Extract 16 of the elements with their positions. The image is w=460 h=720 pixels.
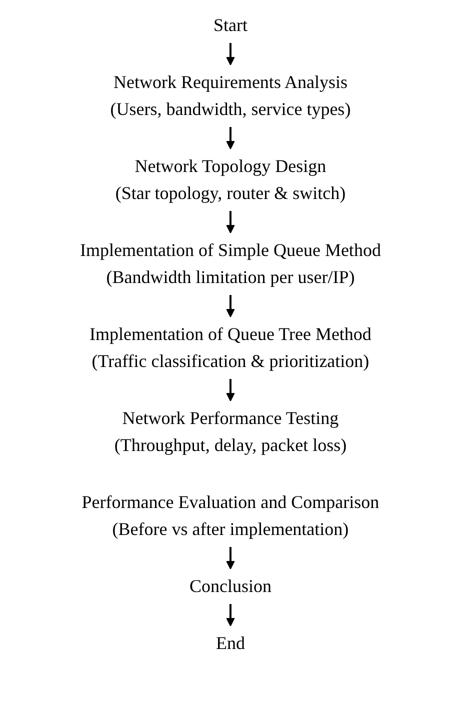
- step-text: Start: [205, 8, 255, 43]
- step-text: Network Performance Testing (Throughput, delay, packet loss): [106, 401, 354, 463]
- step-text: Network Requirements Analysis (Users, bandwidth, service types): [102, 65, 358, 127]
- step-text: Network Topology Design (Star topology, router & switch): [106, 149, 354, 211]
- arrow: [226, 379, 234, 402]
- arrow: [226, 604, 234, 626]
- arrow: [226, 43, 234, 66]
- step-text: End: [208, 626, 252, 661]
- arrow: [226, 211, 234, 234]
- arrow: [226, 127, 234, 150]
- step-text: Conclusion: [181, 569, 279, 604]
- step-text: Implementation of Simple Queue Method (Bandwidth limitation per user/IP): [72, 233, 388, 295]
- arrow: [226, 295, 234, 318]
- arrow: [226, 547, 234, 570]
- step-text: Performance Evaluation and Comparison (Before vs after implementation): [73, 485, 387, 547]
- step-text: Implementation of Queue Tree Method (Traffic classification & prioritization): [81, 317, 379, 379]
